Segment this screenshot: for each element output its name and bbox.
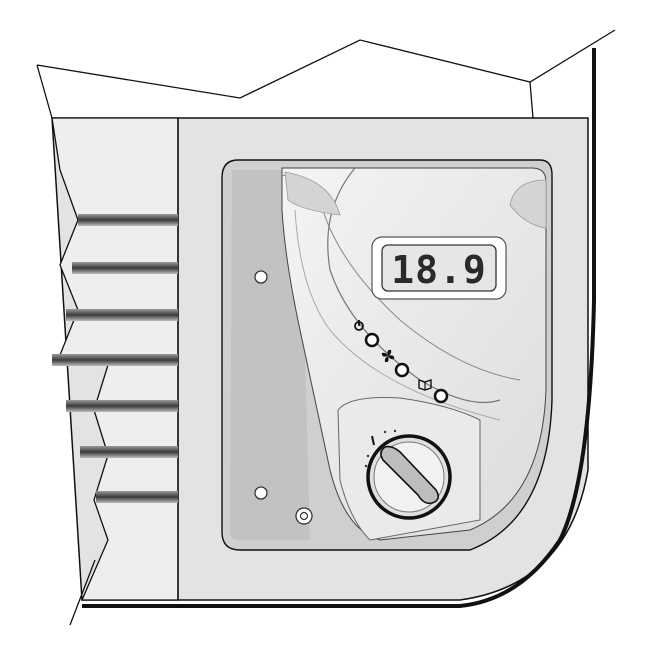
- panel-corner-left: [284, 171, 341, 216]
- knob-grip: [380, 445, 440, 505]
- temperature-readout: 18.9: [391, 248, 487, 292]
- knob-scale: [364, 429, 397, 468]
- fan-button[interactable]: [381, 349, 410, 378]
- louvre-slats: [52, 214, 178, 503]
- power-icon: [354, 320, 364, 331]
- louvre-slat: [96, 491, 178, 503]
- wall-top: [36, 29, 616, 119]
- temperature-knob[interactable]: [366, 434, 452, 520]
- louvre-slat: [66, 309, 178, 321]
- book-icon: [418, 379, 432, 391]
- fan-icon: [381, 349, 395, 363]
- screw-top: [254, 270, 268, 284]
- louvre-slat: [72, 262, 178, 274]
- mode-button[interactable]: [418, 379, 449, 404]
- louvre-slat: [66, 400, 178, 412]
- louvre-slat: [78, 214, 178, 226]
- screw-bottom: [254, 486, 268, 500]
- floor-line: [69, 559, 96, 626]
- reset-button[interactable]: [295, 507, 313, 525]
- panel-corner-right: [509, 179, 547, 229]
- casing-right-edge: [82, 48, 596, 608]
- louvre-slat: [80, 446, 178, 458]
- power-button[interactable]: [354, 320, 380, 348]
- louvre-slat: [52, 354, 178, 366]
- temperature-display: 18.9: [371, 236, 507, 300]
